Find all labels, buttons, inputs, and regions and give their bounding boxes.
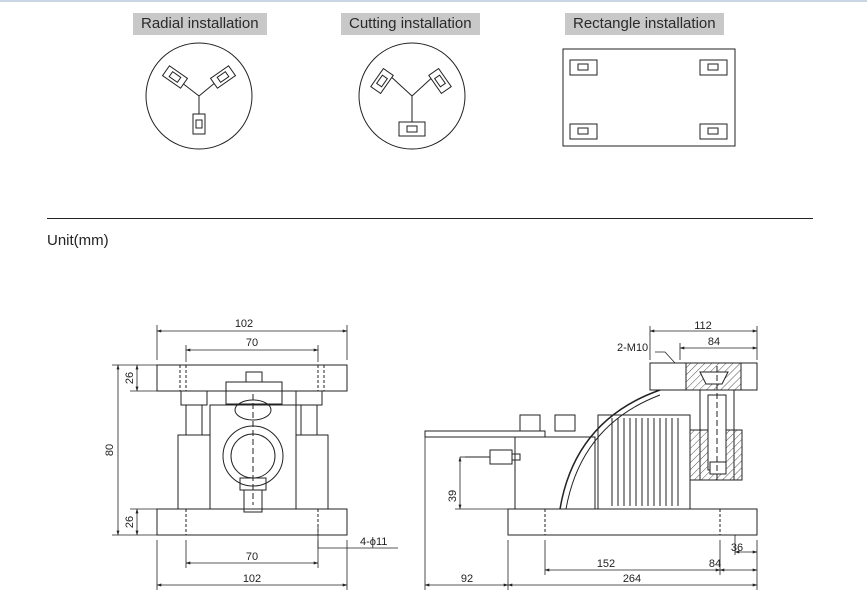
side-dim-top-total: 112 <box>694 320 712 332</box>
side-dim-height: 39 <box>447 490 459 502</box>
side-dim-152: 152 <box>597 558 615 570</box>
cutting-installation-diagram <box>358 42 466 150</box>
front-dim-bottom-inner: 70 <box>246 551 258 563</box>
side-dim-36: 36 <box>731 542 743 554</box>
side-view-drawing <box>424 362 758 536</box>
side-view-dimensions <box>424 326 758 590</box>
unit-label: Unit(mm) <box>47 232 109 249</box>
top-border <box>0 0 867 2</box>
front-dim-top-width: 102 <box>235 318 253 330</box>
side-dim-264: 264 <box>623 573 641 585</box>
front-view-dimensions <box>112 325 398 590</box>
side-thread-note: 2-M10 <box>617 342 648 354</box>
section-divider <box>47 218 813 219</box>
rectangle-installation-diagram <box>562 48 736 147</box>
side-dim-top-inner: 84 <box>708 336 720 348</box>
radial-installation-diagram <box>145 42 253 150</box>
radial-installation-label: Radial installation <box>133 13 267 35</box>
front-view-drawing <box>156 364 348 536</box>
front-hole-note: 4-ϕ11 <box>360 536 387 548</box>
rectangle-installation-label: Rectangle installation <box>565 13 724 35</box>
cutting-installation-label: Cutting installation <box>341 13 480 35</box>
side-dim-84: 84 <box>709 558 721 570</box>
front-dim-total-height: 80 <box>104 444 116 456</box>
front-dim-bottom-height: 26 <box>124 516 136 528</box>
front-dim-bottom-width: 102 <box>243 573 261 585</box>
side-dim-92: 92 <box>461 573 473 585</box>
front-dim-top-height: 26 <box>124 372 136 384</box>
front-dim-top-inner: 70 <box>246 337 258 349</box>
